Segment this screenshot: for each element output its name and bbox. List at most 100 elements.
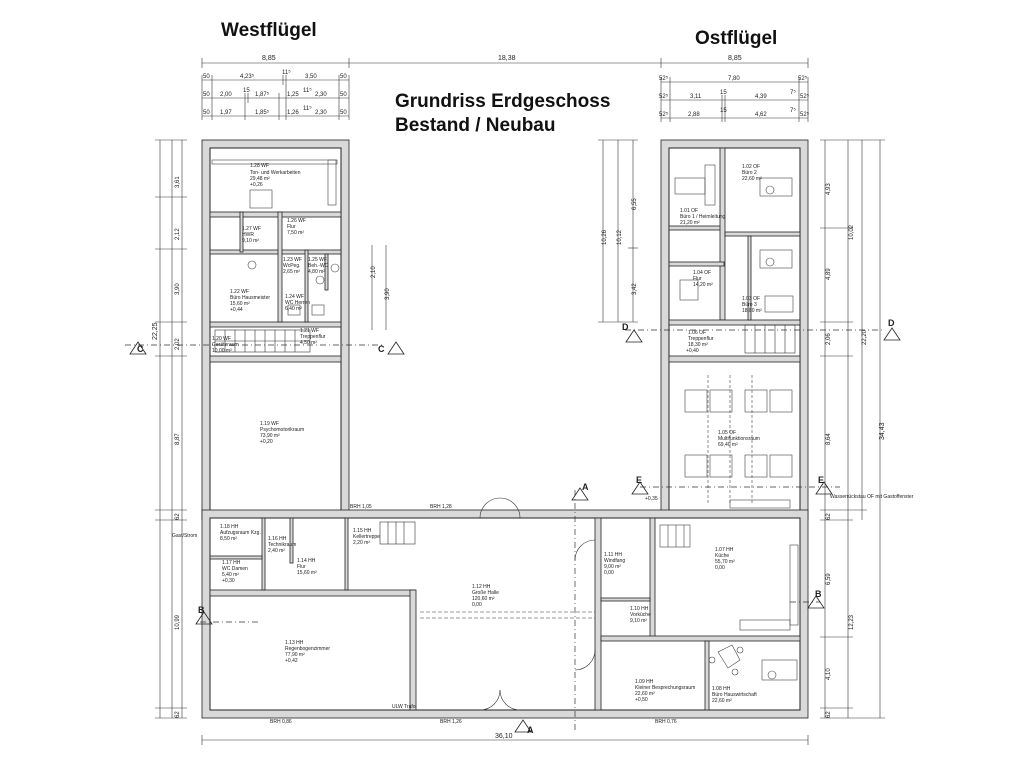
brh-mark-5: BRH 1,05 — [350, 504, 372, 510]
room-103-area: 18,80 m² — [742, 308, 762, 314]
left-dimensions: 3,61 2,12 3,90 2,02 8,87 62 10,99 62 22,… — [152, 139, 187, 719]
room-107-level: 0,00 — [715, 565, 725, 571]
room-105-area: 69,40 m² — [718, 442, 738, 448]
dim-right-5: 6,59 — [826, 573, 832, 585]
dim-e1-b: 7,80 — [728, 76, 740, 82]
dim-w2-e: 1,25 — [287, 92, 299, 98]
room-126-name: Flur — [287, 224, 296, 230]
room-122-id: 1.22 WF — [230, 289, 249, 295]
room-127-area: 9,10 m² — [242, 238, 259, 244]
dim-e3-d: 4,62 — [755, 112, 767, 118]
note-level-1: +0,40 — [686, 348, 699, 354]
room-112-area: 120,60 m² — [472, 596, 495, 602]
dim-left-6: 10,99 — [175, 614, 181, 630]
note-trafo: ULW Trafo — [392, 704, 416, 710]
room-108-area: 22,60 m² — [712, 698, 732, 704]
marker-c-left: C — [137, 344, 144, 354]
brh-mark-2: BRH 0,86 — [270, 719, 292, 725]
room-127-id: 1.27 WF — [242, 226, 261, 232]
dim-right-9: 22,20 — [862, 329, 868, 345]
room-116-id: 1.16 HH — [268, 536, 287, 542]
section-triangles — [129, 327, 901, 733]
room-104-id: 1.04 OF — [693, 270, 711, 276]
dim-e2-c: 15 — [720, 90, 727, 96]
room-104-name: Flur — [693, 276, 702, 282]
dim-eastleft-0: 10,26 — [602, 229, 608, 245]
room-107-area: 55,70 m² — [715, 559, 735, 565]
dim-e3-e: 7⁵ — [790, 107, 796, 114]
room-126-area: 7,50 m² — [287, 230, 304, 236]
dim-e2-b: 3,11 — [690, 94, 702, 100]
section-lines — [125, 329, 885, 730]
room-122-name: Büro Hausmeister — [230, 295, 270, 301]
marker-a-bottom: A — [527, 725, 534, 735]
plan-title-line1: Grundriss Erdgeschoss — [395, 91, 611, 112]
room-125-name: Beh.-WC — [308, 263, 329, 269]
dim-right-1: 4,89 — [826, 268, 832, 280]
room-108-name: Büro Hauswirtschaft — [712, 692, 757, 698]
dim-westmid-0: 2,10 — [371, 266, 377, 278]
room-120-id: 1.20 WF — [212, 336, 231, 342]
room-106-id: 1.06 OF — [688, 330, 706, 336]
room-115-id: 1.15 HH — [353, 528, 372, 534]
room-123-id: 1.23 WF — [283, 257, 302, 263]
dim-left-1: 2,12 — [175, 228, 181, 240]
room-109-level: +0,50 — [635, 697, 648, 703]
dim-top-total: 18,38 — [498, 55, 516, 62]
dim-w2-h: 50 — [340, 92, 347, 98]
dim-w2-g: 2,30 — [315, 92, 327, 98]
room-120-area: 10,00 m² — [212, 348, 232, 354]
room-124-area: 6,40 m² — [285, 306, 302, 312]
room-106-area: 18,30 m² — [688, 342, 708, 348]
dim-w2-a: 50 — [203, 92, 210, 98]
room-105-name: Multifunktionsraum — [718, 436, 760, 442]
room-113-id: 1.13 HH — [285, 640, 304, 646]
marker-d-left: D — [622, 322, 629, 332]
dim-right-2: 2,06 — [826, 333, 832, 345]
central-block — [201, 497, 809, 719]
room-117-area: 5,40 m² — [222, 572, 239, 578]
brh-mark-4: BRH 0,76 — [655, 719, 677, 725]
dim-w2-f: 11⁵ — [303, 87, 312, 94]
room-106-name: Treppenflur — [688, 336, 714, 342]
room-127-name: HWR — [242, 232, 254, 238]
dim-left-0: 3,61 — [175, 176, 181, 188]
note-gas: Gast/Strom — [172, 533, 197, 539]
room-117-name: WC Damen — [222, 566, 248, 572]
room-103-id: 1.03 OF — [742, 296, 760, 302]
room-109-area: 22,60 m² — [635, 691, 655, 697]
brh-mark-3: BRH 1,26 — [440, 719, 462, 725]
room-118-area: 8,50 m² — [220, 536, 237, 542]
dim-e3-f: 52⁵ — [800, 111, 810, 118]
dim-e2-d: 4,39 — [755, 94, 767, 100]
dim-right-3: 8,64 — [826, 433, 832, 445]
room-111-name: Windfang — [604, 558, 625, 564]
dim-right-total: 34,43 — [879, 422, 886, 440]
marker-c-right: C — [378, 344, 385, 354]
room-110-id: 1.10 HH — [630, 606, 649, 612]
marker-d-right: D — [888, 318, 895, 328]
room-108-id: 1.08 HH — [712, 686, 731, 692]
room-112-level: 0,00 — [472, 602, 482, 608]
room-128-name: Ton- und Werkarbeiten — [250, 170, 301, 176]
dim-left-2: 3,90 — [175, 283, 181, 295]
room-109-name: Kleiner Besprechungsraum — [635, 685, 695, 691]
dim-e2-e: 7⁵ — [790, 89, 796, 96]
marker-b-left: B — [198, 605, 205, 615]
room-107-id: 1.07 HH — [715, 547, 734, 553]
dim-w1-e: 50 — [340, 74, 347, 80]
dim-w3-g: 50 — [340, 110, 347, 116]
room-115-area: 2,20 m² — [353, 540, 370, 546]
dim-e2-f: 52⁵ — [800, 93, 810, 100]
room-103-name: Büro 3 — [742, 302, 757, 308]
room-119-name: Psychomotorikraum — [260, 427, 304, 433]
room-123-name: WcPeg. — [283, 263, 301, 269]
brh-mark-1: BRH 1,28 — [430, 504, 452, 510]
dim-right-7: 62 — [826, 711, 832, 718]
room-121-area: 4,50 m² — [300, 340, 317, 346]
room-112-id: 1.12 HH — [472, 584, 491, 590]
room-113-area: 77,90 m² — [285, 652, 305, 658]
dim-top-west: 8,85 — [262, 55, 276, 62]
west-wing-heading: Westflügel — [221, 20, 317, 41]
room-117-level: +0,30 — [222, 578, 235, 584]
